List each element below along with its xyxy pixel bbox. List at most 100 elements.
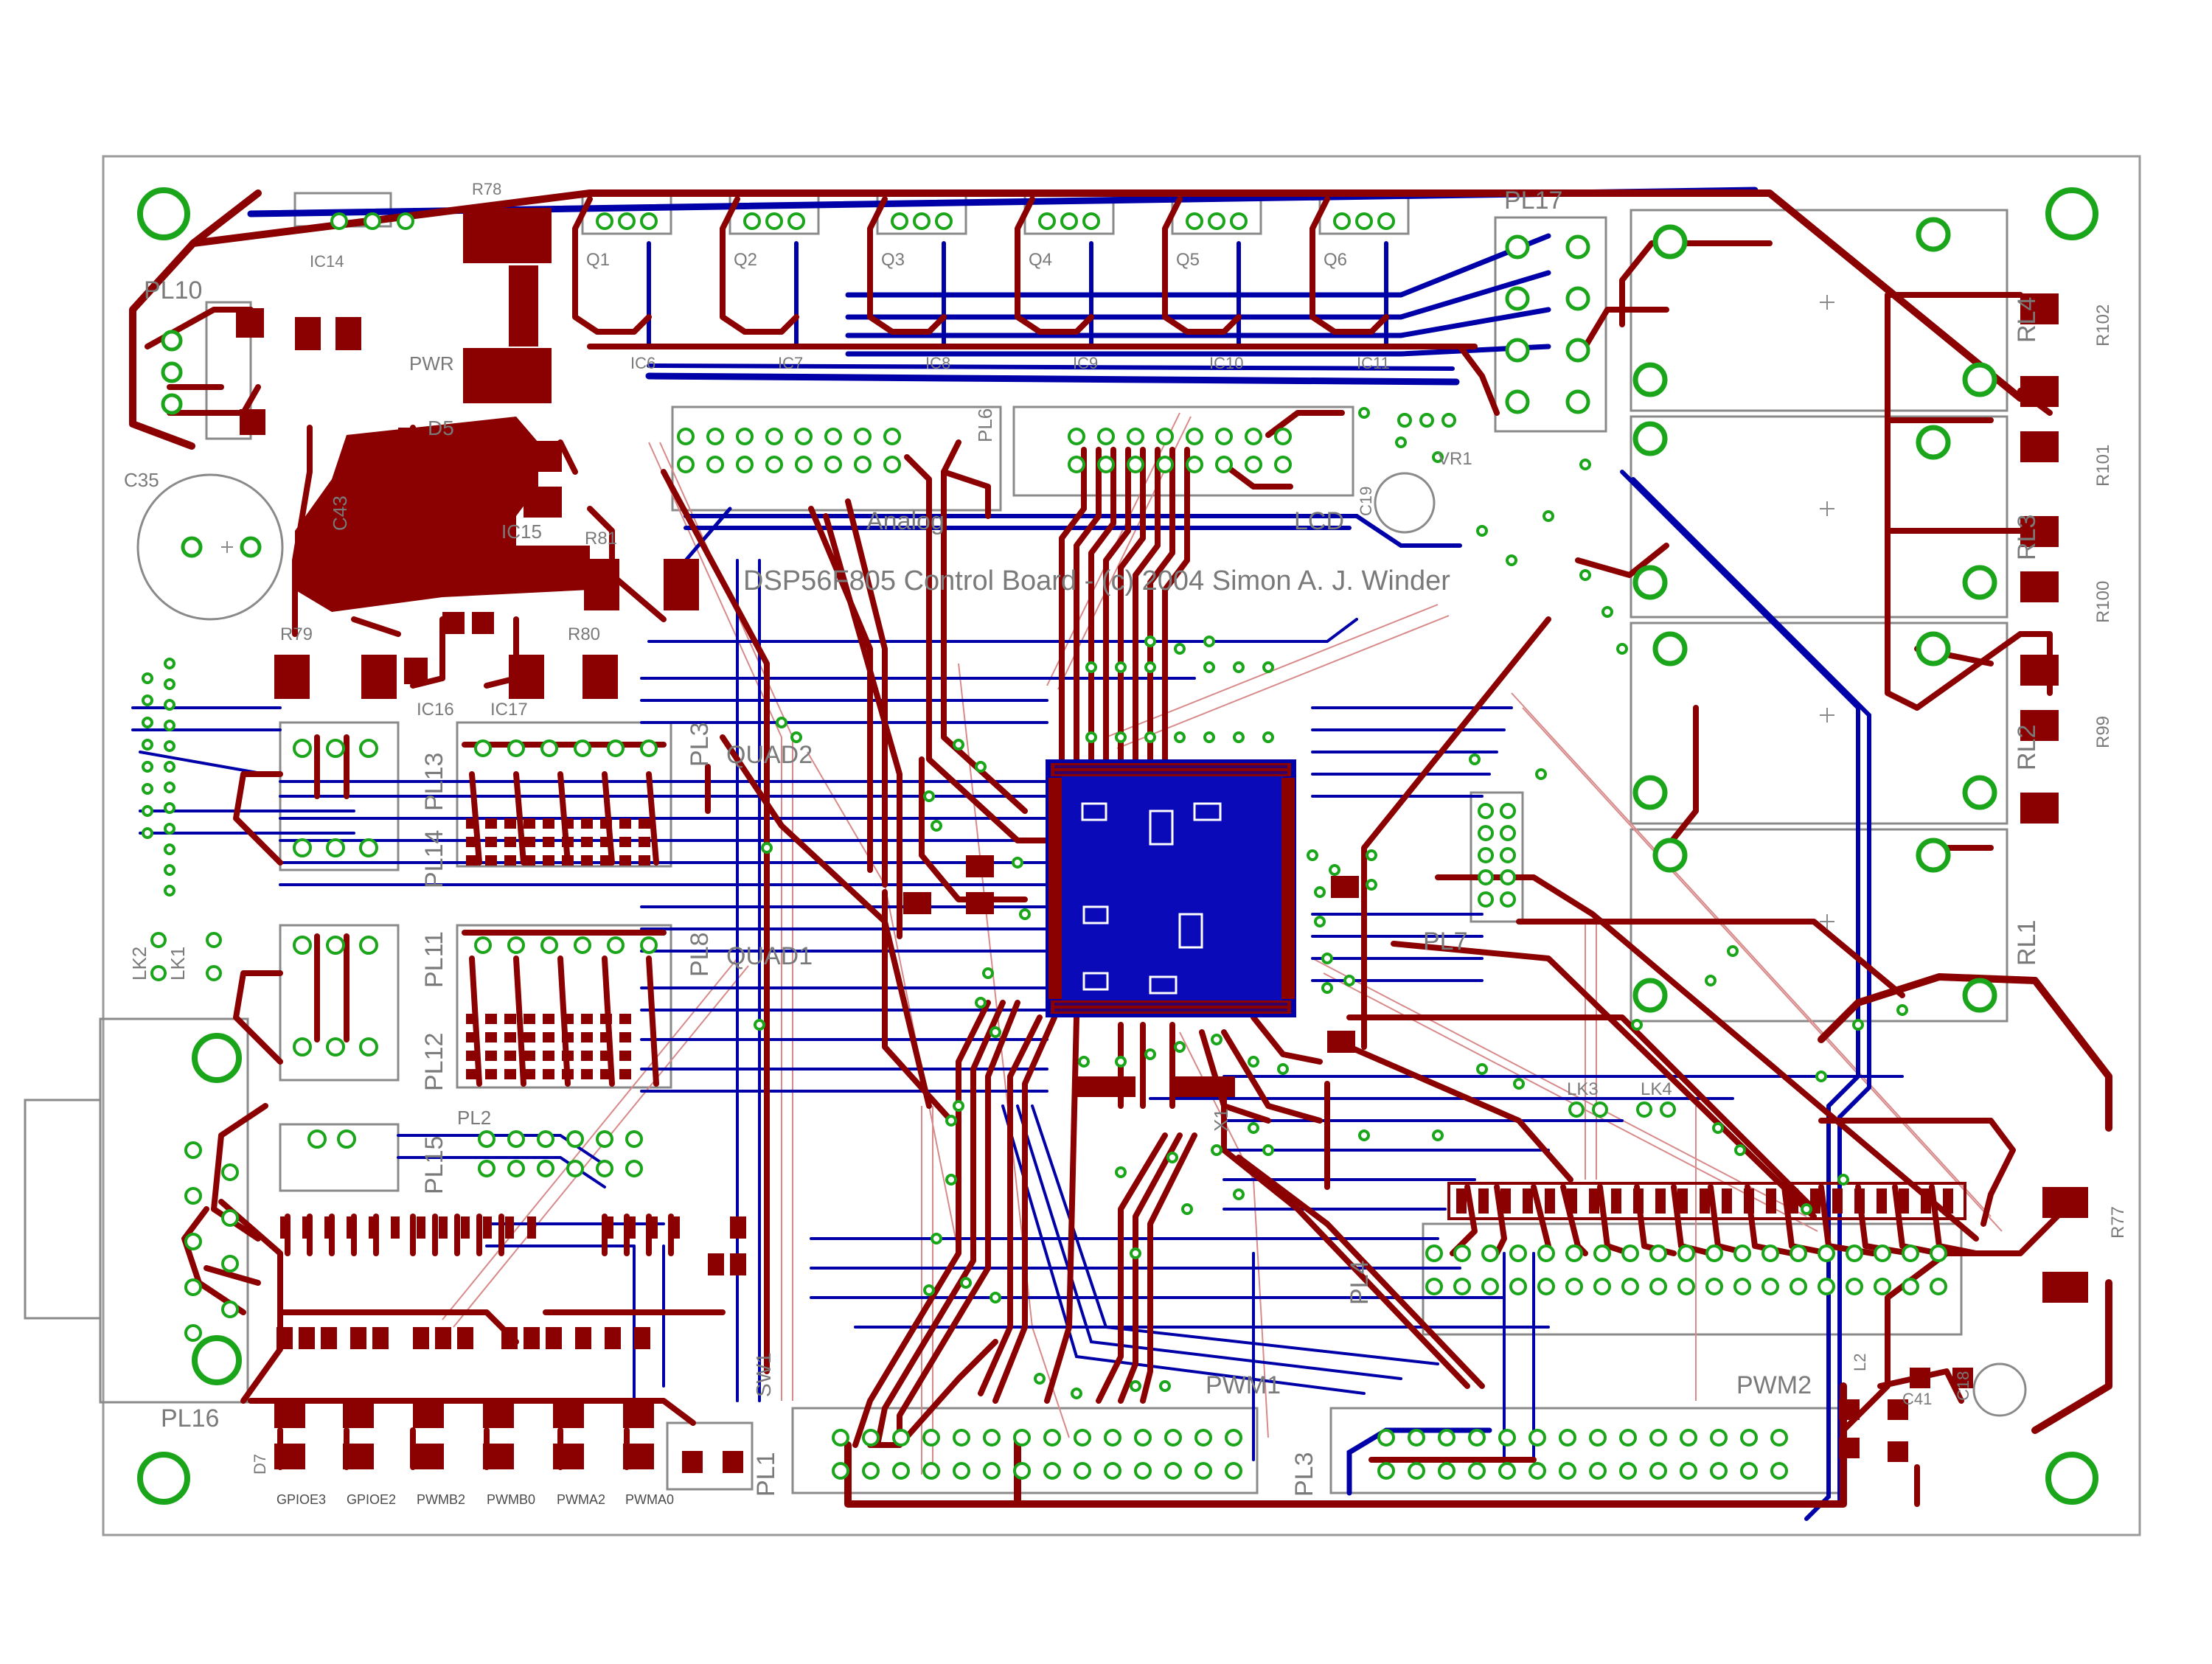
pad [1333, 212, 1351, 230]
via [1211, 1144, 1222, 1156]
via [1233, 661, 1245, 673]
via [1248, 1056, 1259, 1068]
via [945, 1115, 957, 1127]
label-q2: Q2 [734, 250, 757, 270]
via [1115, 661, 1127, 673]
pad [596, 212, 613, 230]
via [1078, 1056, 1090, 1068]
mounting-hole-pl16-bottom [192, 1335, 242, 1385]
pad [1377, 1462, 1395, 1480]
pad [736, 428, 754, 445]
pad [1468, 1462, 1486, 1480]
pad [892, 1462, 910, 1480]
label-analog: Analog [866, 507, 945, 535]
pad [736, 456, 754, 473]
pad [1559, 1429, 1576, 1447]
relay-pads [1632, 217, 1997, 1013]
mounting-hole-top-left [137, 187, 190, 240]
via [1366, 849, 1377, 861]
led-label: PWMA2 [557, 1492, 605, 1507]
pad [1194, 1462, 1212, 1480]
pad [1478, 869, 1494, 885]
pad [540, 936, 558, 954]
pad [206, 965, 222, 981]
pad [1790, 1278, 1807, 1295]
board-title: DSP56F805 Control Board - (c) 2004 Simon… [743, 565, 1450, 596]
pad [397, 212, 414, 230]
pad [922, 1429, 940, 1447]
via [960, 1277, 972, 1289]
pad [1930, 1244, 1947, 1262]
pad [1589, 1462, 1607, 1480]
via [1815, 1071, 1827, 1082]
pad [1649, 1278, 1667, 1295]
label-quad2: QUAD2 [726, 741, 813, 769]
pad [1134, 1429, 1152, 1447]
pad [1408, 1462, 1425, 1480]
pad [1013, 1429, 1031, 1447]
pad [1761, 1278, 1779, 1295]
pad [1710, 1462, 1728, 1480]
through-hole-pads [161, 234, 1590, 558]
via [1734, 1144, 1746, 1156]
pad [1705, 1244, 1723, 1262]
pad [330, 212, 348, 230]
pad [164, 802, 175, 814]
label-c35: C35 [124, 469, 159, 491]
label-pl3-bottom: PL3 [1290, 1452, 1318, 1497]
pad [677, 456, 695, 473]
label-q3: Q3 [881, 250, 905, 270]
pad [1740, 1462, 1758, 1480]
pad [184, 1187, 202, 1205]
via [931, 820, 942, 832]
label-rl4: RL4 [2013, 297, 2041, 343]
pad [1478, 847, 1494, 863]
pad [1397, 413, 1412, 428]
led-label: PWMB2 [417, 1492, 465, 1507]
label-pl12: PL12 [420, 1033, 448, 1091]
label-pl11: PL11 [420, 931, 448, 988]
pad [677, 428, 695, 445]
pad [1733, 1244, 1751, 1262]
pad [507, 936, 525, 954]
pad [1537, 1244, 1555, 1262]
via [1130, 1380, 1141, 1392]
pad [1589, 1429, 1607, 1447]
pad [307, 1129, 327, 1149]
pad [1082, 212, 1100, 230]
pad [935, 212, 953, 230]
label-pl14: PL14 [420, 830, 448, 888]
via [1432, 451, 1444, 463]
via [1543, 510, 1554, 522]
via-layer [142, 212, 1947, 1480]
pad [1225, 1462, 1242, 1480]
label-pl2: PL2 [457, 1107, 491, 1129]
pad [164, 823, 175, 835]
pad [537, 1160, 554, 1177]
label-vr1: VR1 [1438, 449, 1472, 469]
pad [1500, 891, 1516, 908]
label-lcd: LCD [1294, 507, 1344, 535]
pad [142, 783, 153, 795]
pad [359, 936, 378, 955]
label-r101: R101 [2093, 445, 2113, 487]
via [1837, 1174, 1849, 1186]
pad [1902, 1278, 1919, 1295]
pad [359, 838, 378, 857]
label-pl3: PL3 [686, 723, 714, 767]
led-label: GPIOE3 [276, 1492, 326, 1507]
led-label: PWMA0 [625, 1492, 674, 1507]
label-pl6: PL6 [974, 408, 996, 442]
via [1085, 731, 1097, 743]
pad [507, 739, 525, 757]
pad [1660, 1101, 1676, 1118]
via [1174, 643, 1186, 655]
pad [1043, 1462, 1061, 1480]
pad [883, 428, 901, 445]
via [1262, 661, 1274, 673]
pad [832, 1429, 849, 1447]
via [1203, 636, 1215, 647]
via [1085, 661, 1097, 673]
via [975, 761, 987, 773]
